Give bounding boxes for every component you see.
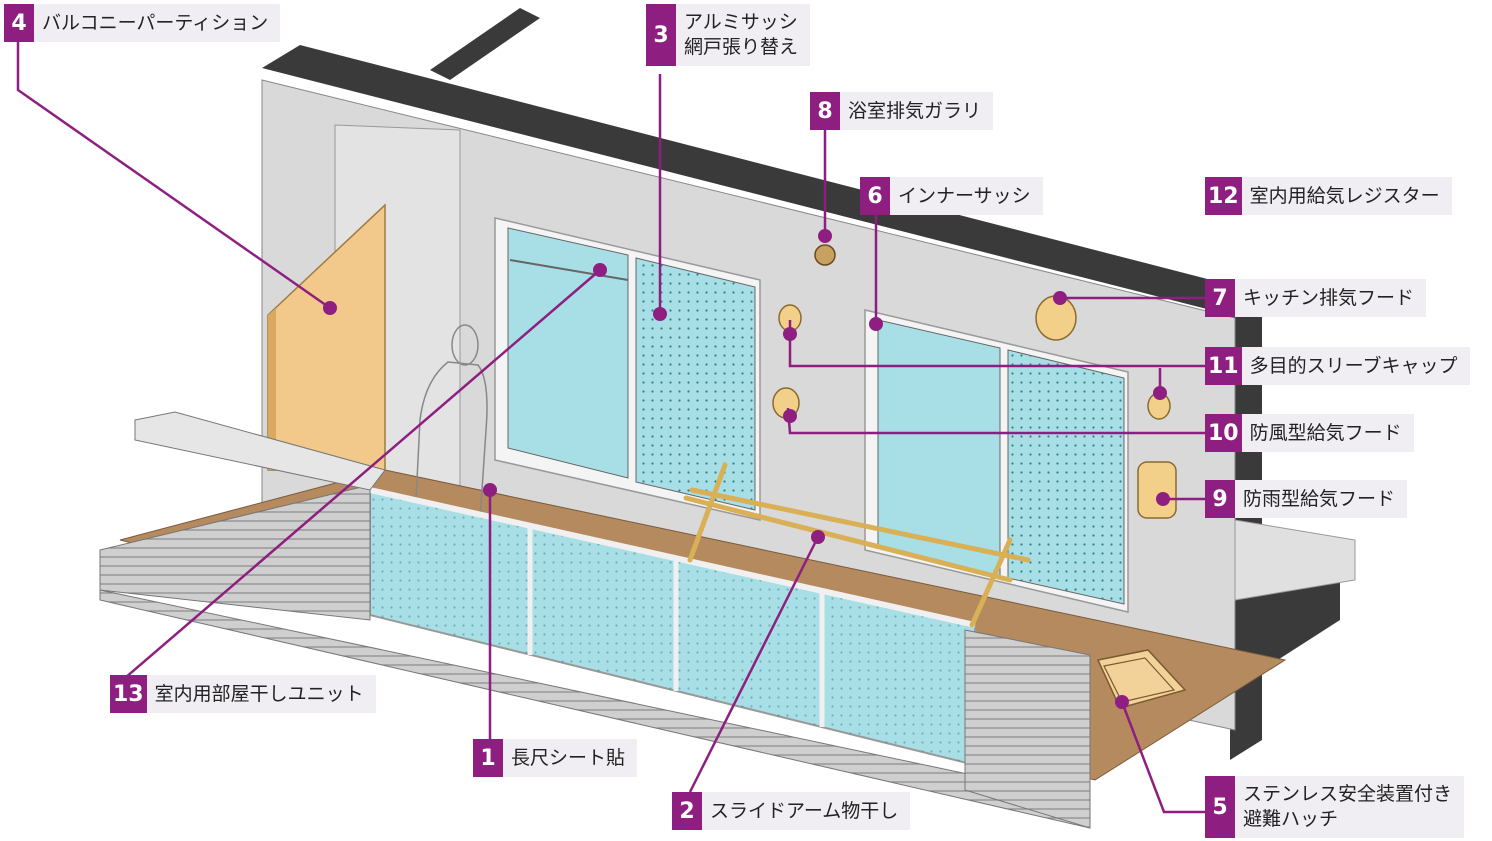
callout-label: 室内用部屋干しユニット: [154, 682, 364, 705]
callout-label: 防風型給気フード: [1249, 421, 1402, 444]
callout-label: 長尺シート貼: [511, 746, 626, 769]
left-window: [494, 217, 761, 521]
glass-railing: [369, 487, 976, 767]
left-parapet: [99, 484, 371, 621]
callout-inner-sash: 6 インナーサッシ: [860, 177, 1043, 215]
wall-fittings: [772, 244, 1177, 519]
drying-unit-rod: [509, 259, 629, 281]
callout-number: 8: [810, 92, 840, 130]
escape-hatch: [1096, 649, 1187, 709]
callout-number: 4: [4, 4, 34, 42]
leader-lines: [16, 42, 1205, 814]
callout-number: 5: [1205, 776, 1235, 838]
callout-slide-arm-dryer: 2 スライドアーム物干し: [672, 792, 911, 830]
callout-label-line: ステンレス安全装置付き: [1243, 783, 1453, 805]
callout-number: 12: [1205, 177, 1242, 215]
right-slab: [1234, 519, 1356, 601]
callout-long-sheet-flooring: 1 長尺シート貼: [473, 739, 638, 777]
right-window: [864, 309, 1129, 613]
callout-label: バルコニーパーティション: [42, 11, 269, 34]
callout-label: 防雨型給気フード: [1243, 487, 1396, 510]
callout-label: ステンレス安全装置付き 避難ハッチ: [1235, 782, 1452, 832]
callout-number: 11: [1205, 347, 1242, 385]
callout-label-line: アルミサッシ: [684, 11, 798, 33]
callout-bath-exhaust-louver: 8 浴室排気ガラリ: [810, 92, 994, 130]
slide-arm-dryer: [683, 462, 1031, 628]
callout-kitchen-exhaust-hood: 7 キッチン排気フード: [1205, 279, 1427, 317]
callout-sleeve-cap: 11 多目的スリーブキャップ: [1205, 347, 1470, 385]
callout-balcony-partition: 4 バルコニーパーティション: [4, 4, 281, 42]
callout-label: 多目的スリーブキャップ: [1249, 354, 1458, 377]
callout-label: キッチン排気フード: [1243, 286, 1415, 309]
callout-aluminum-sash: 3 アルミサッシ 網戸張り替え: [646, 4, 811, 66]
callout-number: 9: [1205, 480, 1235, 518]
callout-indoor-drying-unit: 13 室内用部屋干しユニット: [110, 675, 376, 713]
callout-rainproof-air-hood: 9 防雨型給気フード: [1205, 480, 1408, 518]
callout-windproof-air-hood: 10 防風型給気フード: [1205, 414, 1414, 452]
callout-number: 6: [860, 177, 890, 215]
callout-number: 2: [672, 792, 702, 830]
callout-label: 室内用給気レジスター: [1249, 184, 1440, 207]
callout-number: 10: [1205, 414, 1242, 452]
left-parapet-top: [134, 411, 386, 491]
leader-dots: [323, 229, 1170, 709]
callout-label: スライドアーム物干し: [710, 799, 899, 822]
callout-indoor-air-register: 12 室内用給気レジスター: [1205, 177, 1452, 215]
callout-number: 1: [473, 739, 503, 777]
callout-label: 浴室排気ガラリ: [848, 99, 982, 122]
right-parapet: [964, 629, 1091, 829]
callout-label: アルミサッシ 網戸張り替え: [676, 10, 798, 60]
callout-number: 3: [646, 4, 676, 66]
callout-label-line: 網戸張り替え: [684, 36, 799, 58]
callout-label-line: 避難ハッチ: [1243, 808, 1339, 830]
callout-label: インナーサッシ: [898, 184, 1031, 207]
callout-escape-hatch: 5 ステンレス安全装置付き 避難ハッチ: [1205, 776, 1465, 838]
callout-number: 7: [1205, 279, 1235, 317]
callout-number: 13: [110, 675, 147, 713]
